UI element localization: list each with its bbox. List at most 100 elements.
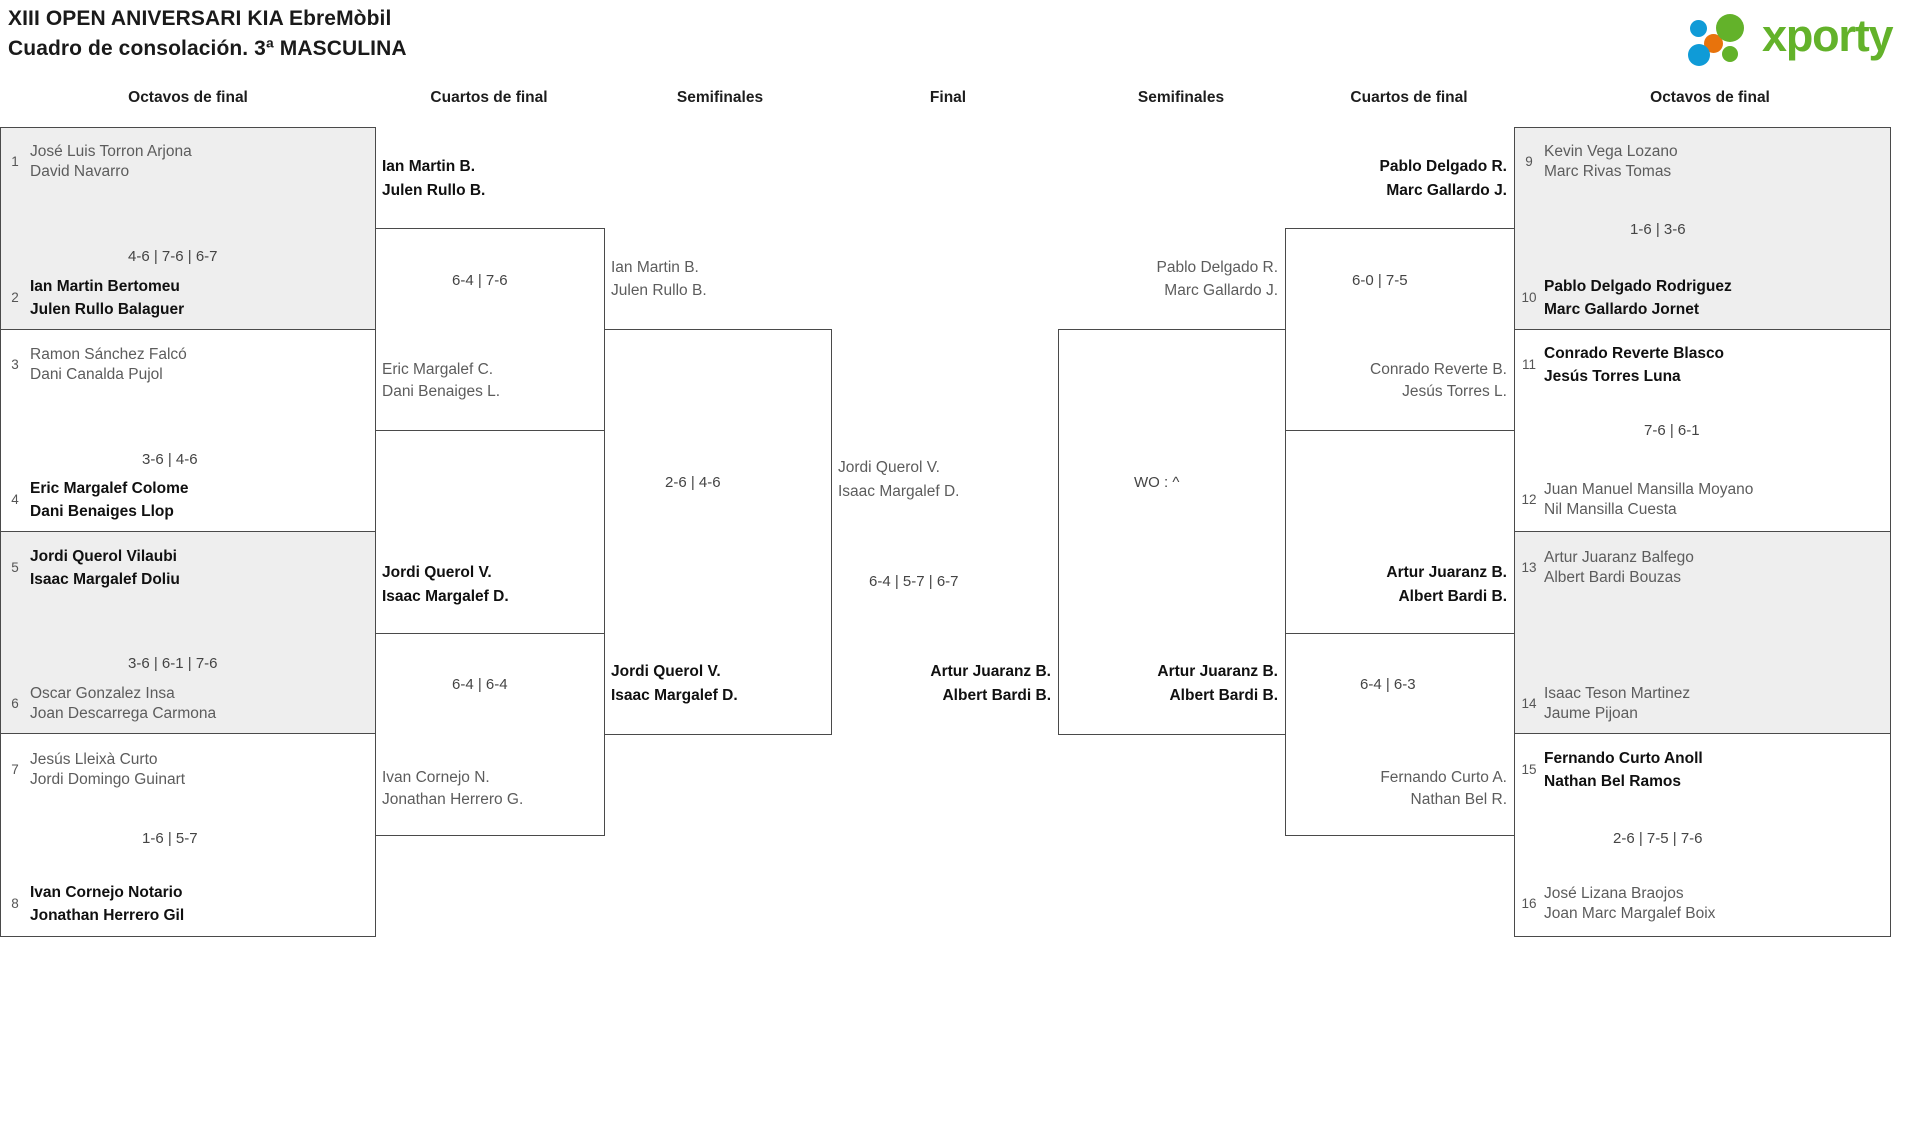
player-name: Isaac Margalef D. xyxy=(838,483,960,500)
xporty-logo: xporty xyxy=(1676,8,1906,66)
octavos-top-edge xyxy=(0,127,376,128)
player-name: Oscar Gonzalez Insa xyxy=(30,685,175,702)
match-score: 3-6 | 6-1 | 7-6 xyxy=(128,655,218,672)
player-name: Ivan Cornejo Notario xyxy=(30,884,183,901)
octavos-right-sep-1 xyxy=(1514,329,1891,330)
seed-number: 6 xyxy=(11,696,19,711)
match-score: 3-6 | 4-6 xyxy=(142,451,198,468)
player-name: Marc Gallardo J. xyxy=(1164,282,1278,299)
cuartos-right-bot-2 xyxy=(1285,835,1515,836)
player-name: Pablo Delgado R. xyxy=(1156,259,1279,276)
seed-number: 5 xyxy=(11,560,19,575)
octavos-right-top-edge xyxy=(1514,127,1891,128)
player-name: Pablo Delgado Rodriguez xyxy=(1544,278,1732,295)
cuartos-right-bot-1 xyxy=(1285,430,1515,431)
octavos-match-1-shading xyxy=(0,127,376,329)
round-header-cuartos-left: Cuartos de final xyxy=(430,89,548,106)
semis-left-top xyxy=(604,329,832,330)
octavos-sep-1 xyxy=(0,329,376,330)
player-name: Eric Margalef C. xyxy=(382,361,494,378)
player-name: Jordi Querol V. xyxy=(382,564,492,581)
octavos-right-right-edge xyxy=(1890,127,1891,937)
player-name: Ivan Cornejo N. xyxy=(382,769,490,786)
draw-subtitle: Cuadro de consolación. 3ª MASCULINA xyxy=(8,37,407,60)
seed-number: 8 xyxy=(11,896,19,911)
octavos-bottom-edge xyxy=(0,936,376,937)
octavos-right-match-3-shading xyxy=(1514,531,1891,733)
octavos-match-3-shading xyxy=(0,531,376,733)
final-left-edge xyxy=(831,420,832,643)
match-score: 2-6 | 7-5 | 7-6 xyxy=(1613,830,1703,847)
player-name: Albert Bardi B. xyxy=(1169,687,1278,704)
player-name: Artur Juaranz Balfego xyxy=(1544,549,1694,566)
round-header-final: Final xyxy=(929,89,967,106)
player-name: Isaac Margalef D. xyxy=(382,588,509,605)
cuartos-left-bot-2 xyxy=(375,835,605,836)
seed-number: 4 xyxy=(11,492,19,507)
player-name: Jordi Domingo Guinart xyxy=(30,771,186,788)
cuartos-left-connector-2 xyxy=(375,633,376,835)
player-name: Ian Martin B. xyxy=(611,259,699,276)
match-score: 7-6 | 6-1 xyxy=(1644,422,1700,439)
seed-number: 15 xyxy=(1521,762,1537,777)
player-name: Joan Marc Margalef Boix xyxy=(1544,905,1716,922)
octavos-sep-2 xyxy=(0,531,376,532)
player-name: Nathan Bel R. xyxy=(1410,791,1508,808)
player-name: Nathan Bel Ramos xyxy=(1544,773,1681,790)
logo-wordmark: xporty xyxy=(1762,10,1894,61)
player-name: Jesús Torres Luna xyxy=(1544,368,1681,385)
match-score: 1-6 | 5-7 xyxy=(142,830,198,847)
cuartos-left-top-2 xyxy=(375,633,605,634)
player-name: Jesús Torres L. xyxy=(1402,383,1507,400)
player-name: Marc Rivas Tomas xyxy=(1544,163,1672,180)
octavos-left-edge xyxy=(0,127,1,937)
cuartos-right-left-edge-2 xyxy=(1285,633,1286,835)
player-name: Marc Gallardo Jornet xyxy=(1544,301,1700,318)
seed-number: 3 xyxy=(11,357,19,372)
cuartos-left-connector-1 xyxy=(375,228,376,430)
tournament-name: XIII OPEN ANIVERSARI KIA EbreMòbil xyxy=(8,7,392,30)
player-name: José Lizana Braojos xyxy=(1544,885,1684,902)
player-name: Marc Gallardo J. xyxy=(1386,182,1507,199)
player-name: Nil Mansilla Cuesta xyxy=(1544,501,1677,518)
player-name: Ian Martin Bertomeu xyxy=(30,278,180,295)
octavos-right-sep-2 xyxy=(1514,531,1891,532)
seed-number: 14 xyxy=(1521,696,1537,711)
player-name: Jordi Querol Vilaubi xyxy=(30,548,177,565)
cuartos-left-top-1 xyxy=(375,228,605,229)
logo-dot-blue-small xyxy=(1690,20,1707,37)
match-score: 4-6 | 7-6 | 6-7 xyxy=(128,248,218,265)
player-name: José Luis Torron Arjona xyxy=(30,143,192,160)
semis-right-bot xyxy=(1058,734,1286,735)
player-name: Jesús Lleixà Curto xyxy=(30,751,158,768)
octavos-sep-3 xyxy=(0,733,376,734)
player-name: Eric Margalef Colome xyxy=(30,480,189,497)
cuartos-right-top-1 xyxy=(1285,228,1515,229)
seed-number: 9 xyxy=(1525,154,1533,169)
player-name: Isaac Teson Martinez xyxy=(1544,685,1691,702)
logo-dot-green-small xyxy=(1722,46,1738,62)
semis-right-top xyxy=(1058,329,1286,330)
player-name: Julen Rullo B. xyxy=(611,282,707,299)
match-score: 1-6 | 3-6 xyxy=(1630,221,1686,238)
player-name: Ramon Sánchez Falcó xyxy=(30,346,187,363)
cuartos-right-top-2 xyxy=(1285,633,1515,634)
round-header-semis-left: Semifinales xyxy=(676,89,764,106)
player-name: Julen Rullo B. xyxy=(382,182,486,199)
player-name: Artur Juaranz B. xyxy=(1386,564,1507,581)
player-name: Isaac Margalef D. xyxy=(611,687,738,704)
match-score: 6-4 | 5-7 | 6-7 xyxy=(869,573,959,590)
player-name: Dani Benaiges Llop xyxy=(30,503,174,520)
cuartos-left-bot-1 xyxy=(375,430,605,431)
match-score: 6-0 | 7-5 xyxy=(1352,272,1408,289)
page-title: XIII OPEN ANIVERSARI KIA EbreMòbil Cuadr… xyxy=(8,4,407,64)
player-name: Conrado Reverte Blasco xyxy=(1544,345,1725,362)
round-header-octavos-left: Octavos de final xyxy=(128,89,248,106)
player-name: Jonathan Herrero Gil xyxy=(30,907,185,924)
logo-dot-green-large xyxy=(1716,14,1744,42)
player-name: Dani Canalda Pujol xyxy=(30,366,163,383)
match-score: 6-4 | 6-4 xyxy=(452,676,508,693)
round-header-semis-right: Semifinales xyxy=(1137,89,1225,106)
player-name: Ian Martin B. xyxy=(382,158,476,175)
logo-dot-orange xyxy=(1704,34,1723,53)
